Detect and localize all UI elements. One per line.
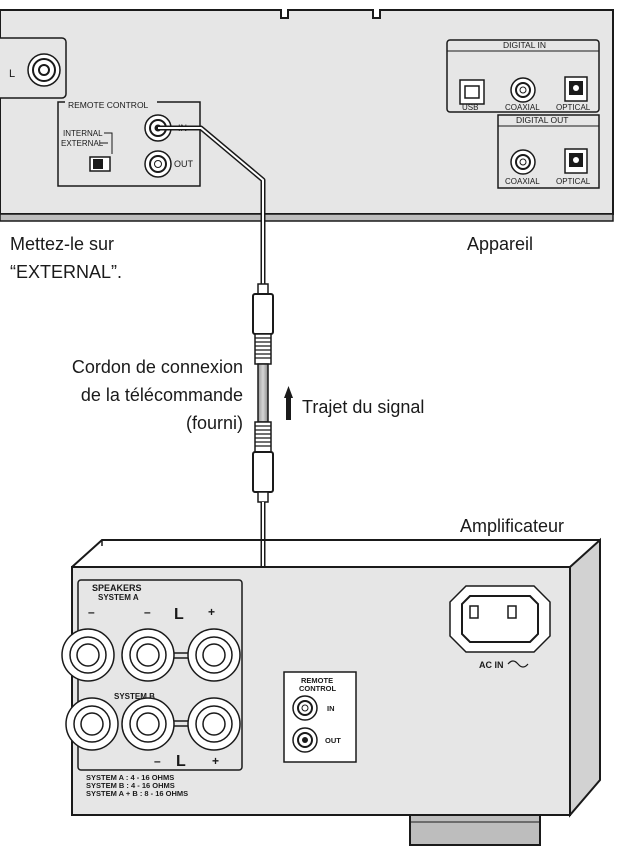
remote-control-block: REMOTE CONTROL INTERNAL EXTERNAL IN OUT xyxy=(57,100,201,187)
impedance-line-1: SYSTEM A : 4 - 16 OHMS xyxy=(86,773,174,782)
impedance-line-2: SYSTEM B : 4 - 16 OHMS xyxy=(86,781,175,790)
optical-in-port[interactable] xyxy=(564,76,588,102)
system-a-label: SYSTEM A xyxy=(98,593,139,602)
ac-in-label: AC IN xyxy=(479,660,504,670)
usb-port[interactable] xyxy=(459,79,485,105)
switch-external-label: EXTERNAL xyxy=(61,139,104,148)
coaxial-out-label: COAXIAL xyxy=(505,177,540,186)
svg-text:–: – xyxy=(88,605,95,619)
edge-letter: L xyxy=(9,68,15,80)
analog-output-block: L xyxy=(0,37,67,99)
set-to-label: Mettez-le sur xyxy=(10,234,115,254)
cable-bottom-plug xyxy=(252,421,274,503)
amplifier-label: Amplificateur xyxy=(460,516,565,536)
device-label: Appareil xyxy=(467,234,534,254)
ac-inlet[interactable] xyxy=(449,585,551,653)
amp-remote-out-label: OUT xyxy=(325,736,341,745)
amp-remote-control-block: REMOTE CONTROL IN OUT xyxy=(283,671,357,763)
digital-out-block: DIGITAL OUT COAXIAL OPTICAL xyxy=(497,114,600,189)
cable-label-line1: Cordon de connexion xyxy=(71,357,243,377)
speakers-title: SPEAKERS xyxy=(92,583,142,593)
channel-l-label-b: L xyxy=(176,753,186,770)
digital-in-title: DIGITAL IN xyxy=(503,40,546,50)
svg-text:+: + xyxy=(212,754,219,768)
speakers-block: SPEAKERS SYSTEM A – – L + SYSTEM B xyxy=(61,579,243,798)
amp-remote-title-2: CONTROL xyxy=(299,684,336,693)
optical-out-label: OPTICAL xyxy=(556,177,591,186)
amp-remote-out-jack[interactable] xyxy=(292,727,318,753)
optical-in-label: OPTICAL xyxy=(556,103,591,112)
amp-remote-in-jack[interactable] xyxy=(292,695,318,721)
system-b-label: SYSTEM B xyxy=(114,692,155,701)
usb-label: USB xyxy=(462,103,478,112)
cable-label-line3: (fourni) xyxy=(185,413,243,433)
switch-internal-label: INTERNAL xyxy=(63,129,103,138)
signal-arrow xyxy=(284,386,293,420)
cable-label-line2: de la télécommande xyxy=(80,385,243,405)
amp-remote-title-1: REMOTE xyxy=(301,676,333,685)
coaxial-out-jack[interactable] xyxy=(510,149,536,175)
device-rear-panel: L REMOTE CONTROL INTERNAL EXTERNAL IN xyxy=(0,9,614,222)
cable-top-plug xyxy=(252,283,274,365)
channel-l-label-a: L xyxy=(174,606,184,623)
internal-external-switch[interactable] xyxy=(89,156,111,172)
optical-out-port[interactable] xyxy=(564,148,588,174)
amplifier-rear-panel: SPEAKERS SYSTEM A – – L + SYSTEM B xyxy=(61,537,601,846)
digital-out-title: DIGITAL OUT xyxy=(516,115,568,125)
signal-path-label: Trajet du signal xyxy=(302,397,425,417)
ac-symbol-icon xyxy=(507,660,529,668)
remote-out-jack[interactable] xyxy=(144,150,172,178)
svg-text:–: – xyxy=(144,605,151,619)
svg-text:+: + xyxy=(208,605,215,619)
impedance-line-3: SYSTEM A + B : 8 - 16 OHMS xyxy=(86,789,188,798)
remote-out-label: OUT xyxy=(174,159,194,169)
digital-in-block: DIGITAL IN USB COAXIAL OPTICAL xyxy=(446,39,600,113)
remote-control-title: REMOTE CONTROL xyxy=(68,100,149,110)
coaxial-in-jack[interactable] xyxy=(510,77,536,103)
set-to-value: “EXTERNAL”. xyxy=(10,262,123,282)
svg-text:–: – xyxy=(154,754,161,768)
amp-remote-in-label: IN xyxy=(327,704,335,713)
coaxial-in-label: COAXIAL xyxy=(505,103,540,112)
